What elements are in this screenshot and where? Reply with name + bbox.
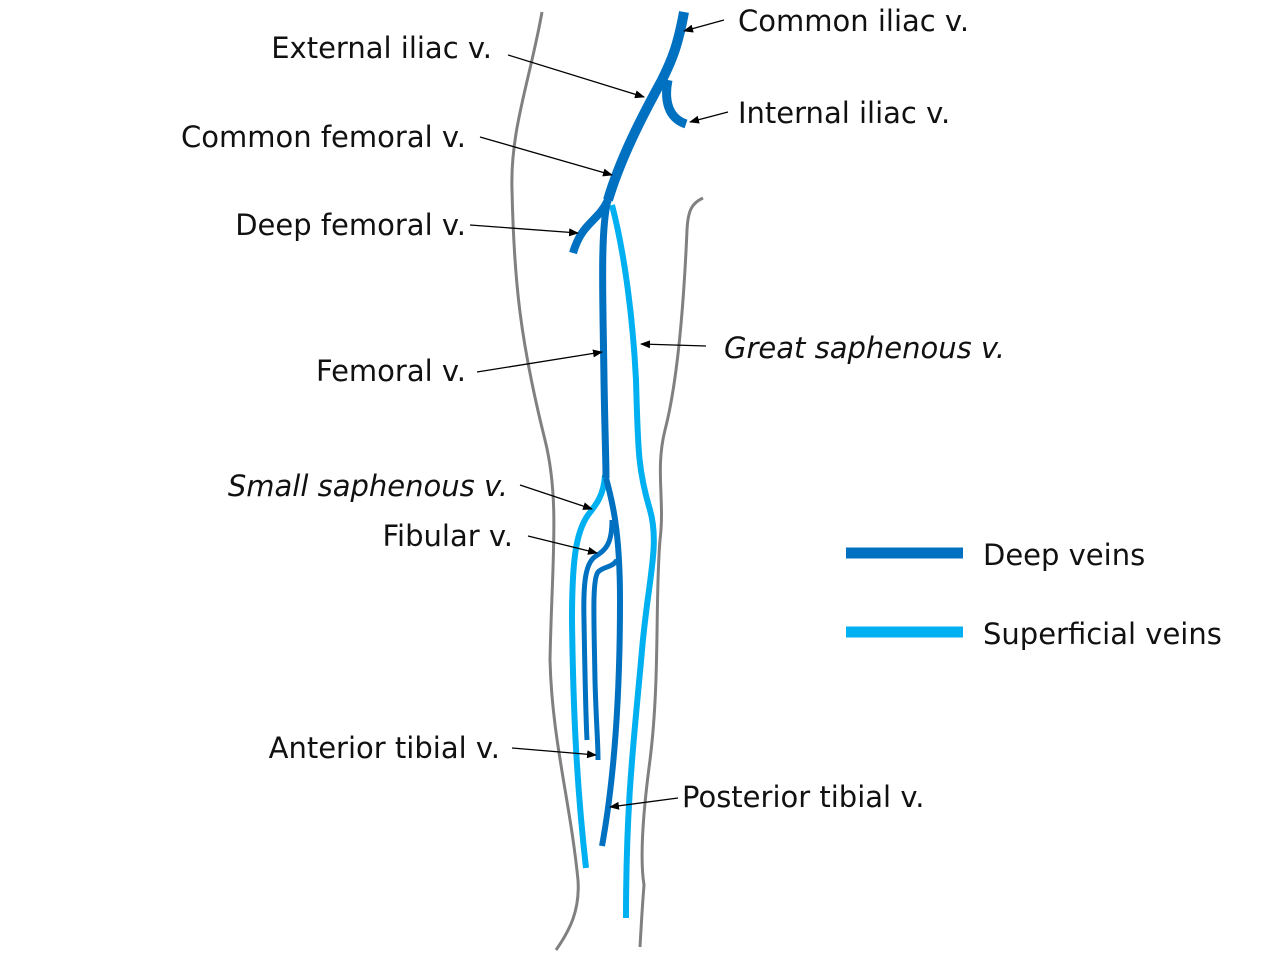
label-internal-iliac: Internal iliac v. bbox=[738, 96, 950, 130]
arrow-internal-iliac bbox=[689, 111, 729, 124]
arrow-femoral bbox=[476, 349, 603, 373]
legend: Deep veins Superficial veins bbox=[846, 538, 1222, 651]
small-saphenous-vein bbox=[568, 474, 608, 869]
label-common-iliac: Common iliac v. bbox=[738, 4, 969, 38]
arrow-common-femoral bbox=[479, 136, 613, 177]
label-anterior-tibial: Anterior tibial v. bbox=[269, 731, 500, 765]
legend-label-superficial: Superficial veins bbox=[983, 617, 1222, 651]
internal-iliac-vein bbox=[662, 79, 688, 129]
arrow-fibular bbox=[527, 535, 598, 555]
label-external-iliac: External iliac v. bbox=[271, 31, 492, 65]
arrow-posterior-tibial bbox=[609, 797, 679, 810]
femoral-vein bbox=[599, 199, 612, 479]
label-fibular: Fibular v. bbox=[382, 519, 513, 553]
leg-outline-left bbox=[510, 11, 580, 951]
label-posterior-tibial: Posterior tibial v. bbox=[682, 780, 924, 814]
arrow-anterior-tibial bbox=[511, 747, 597, 759]
arrow-great-saphenous bbox=[640, 340, 707, 349]
leg-outline-right bbox=[638, 196, 704, 948]
arrow-deep-femoral bbox=[469, 224, 579, 237]
label-great-saphenous: Great saphenous v. bbox=[724, 331, 1005, 365]
common-iliac-vein bbox=[603, 11, 689, 202]
legend-label-deep: Deep veins bbox=[983, 538, 1145, 572]
posterior-tibial-vein bbox=[599, 477, 624, 847]
fibular-vein bbox=[581, 519, 615, 741]
anterior-tibial-vein bbox=[591, 558, 620, 761]
great-saphenous-vein bbox=[609, 204, 657, 919]
label-small-saphenous: Small saphenous v. bbox=[228, 469, 508, 503]
arrow-external-iliac bbox=[507, 54, 645, 99]
arrow-common-iliac bbox=[683, 19, 725, 33]
label-common-femoral: Common femoral v. bbox=[181, 120, 466, 154]
label-deep-femoral: Deep femoral v. bbox=[235, 208, 466, 242]
arrow-small-saphenous bbox=[519, 484, 593, 510]
label-femoral: Femoral v. bbox=[316, 354, 466, 388]
